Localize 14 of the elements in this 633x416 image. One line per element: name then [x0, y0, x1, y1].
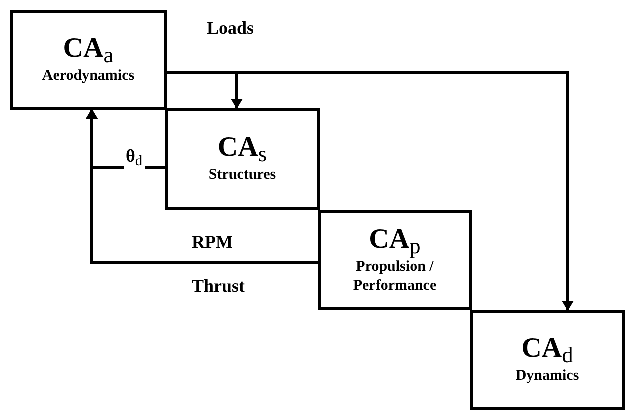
- box-title: CA$_{d}$: [522, 334, 574, 368]
- process-box: [165, 108, 320, 210]
- box-title: CA$_{a}$: [63, 34, 114, 68]
- box-label: Dynamics: [516, 367, 580, 386]
- process-box: [318, 210, 472, 310]
- box-title: CA$_{p}$: [369, 224, 421, 258]
- arrow: [86, 109, 318, 264]
- box-label: Aerodynamics: [42, 67, 135, 86]
- box-title: CA$_{s}$: [218, 133, 268, 166]
- process-box: [470, 310, 625, 410]
- box-label: Structures: [208, 166, 276, 185]
- edge-label: θ$_{d}$: [124, 146, 145, 171]
- process-box: [10, 10, 167, 110]
- box-label: Propulsion / Performance: [352, 258, 438, 296]
